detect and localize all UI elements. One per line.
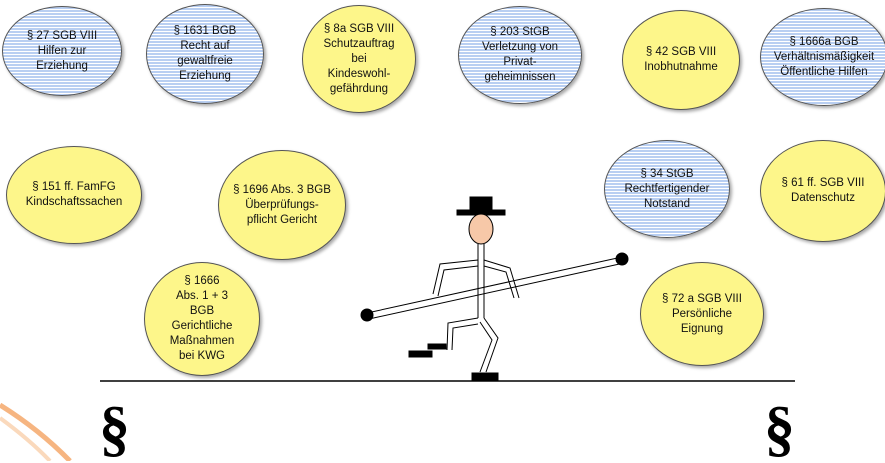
bubble-stgb-203: § 203 StGB Verletzung von Privat- geheim… xyxy=(458,6,582,104)
bubble-bgb-1666: § 1666 Abs. 1 + 3 BGB Gerichtliche Maßna… xyxy=(144,262,260,376)
bubble-label: § 203 StGB Verletzung von Privat- geheim… xyxy=(481,26,559,83)
bubble-label: § 151 ff. FamFG Kindschaftssachen xyxy=(25,181,123,208)
bubble-sgb8-42: § 42 SGB VIII Inobhutnahme xyxy=(622,10,740,110)
decorative-swoosh-2 xyxy=(0,416,52,461)
bubble-sgb8-61: § 61 ff. SGB VIII Datenschutz xyxy=(760,140,885,242)
right-foot xyxy=(471,372,499,381)
bubble-sgb8-72a: § 72 a SGB VIII Persönliche Eignung xyxy=(640,262,764,366)
head xyxy=(468,213,494,245)
bubble-bgb-1666a: § 1666a BGB Verhältnismäßigkeit Öffentli… xyxy=(760,8,885,106)
balancing-pole xyxy=(366,256,623,314)
hat-crown xyxy=(469,196,493,212)
bubble-bgb-1631: § 1631 BGB Recht auf gewaltfreie Erziehu… xyxy=(146,4,264,104)
bubble-famfg-151: § 151 ff. FamFG Kindschaftssachen xyxy=(6,146,142,244)
left-leg xyxy=(446,317,479,351)
tightrope-walker xyxy=(360,196,629,381)
bubble-sgb8-8a: § 8a SGB VIII Schutzauftrag bei Kindeswo… xyxy=(302,5,416,113)
bubble-label: § 72 a SGB VIII Persönliche Eignung xyxy=(662,292,742,335)
bubble-label: § 8a SGB VIII Schutzauftrag bei Kindeswo… xyxy=(323,22,395,95)
right-leg xyxy=(483,317,499,373)
bubble-label: § 61 ff. SGB VIII Datenschutz xyxy=(781,177,865,204)
bubble-label: § 1666a BGB Verhältnismäßigkeit Öffentli… xyxy=(773,35,875,78)
bubble-label: § 27 SGB VIII Hilfen zur Erziehung xyxy=(26,29,98,72)
bubble-bgb-1696: § 1696 Abs. 3 BGB Überprüfungs- pflicht … xyxy=(218,150,346,260)
pole-end-right xyxy=(615,252,629,266)
bubble-sgb8-27: § 27 SGB VIII Hilfen zur Erziehung xyxy=(2,6,122,96)
bubble-label: § 42 SGB VIII Inobhutnahme xyxy=(644,46,718,73)
pole-end-left xyxy=(360,308,374,322)
left-foot xyxy=(427,343,447,350)
decorative-swoosh xyxy=(0,402,72,461)
paragraph-symbol-right: § xyxy=(764,395,795,463)
bubble-label: § 1631 BGB Recht auf gewaltfreie Erziehu… xyxy=(173,25,237,82)
bubble-label: § 1666 Abs. 1 + 3 BGB Gerichtliche Maßna… xyxy=(169,275,235,362)
bubble-stgb-34: § 34 StGB Rechtfertigender Notstand xyxy=(604,140,730,238)
bubble-label: § 1696 Abs. 3 BGB Überprüfungs- pflicht … xyxy=(233,183,331,226)
paragraph-symbol-left: § xyxy=(99,395,130,463)
bubble-label: § 34 StGB Rechtfertigender Notstand xyxy=(624,167,710,210)
right-arm xyxy=(483,259,520,299)
left-arm xyxy=(432,259,479,295)
